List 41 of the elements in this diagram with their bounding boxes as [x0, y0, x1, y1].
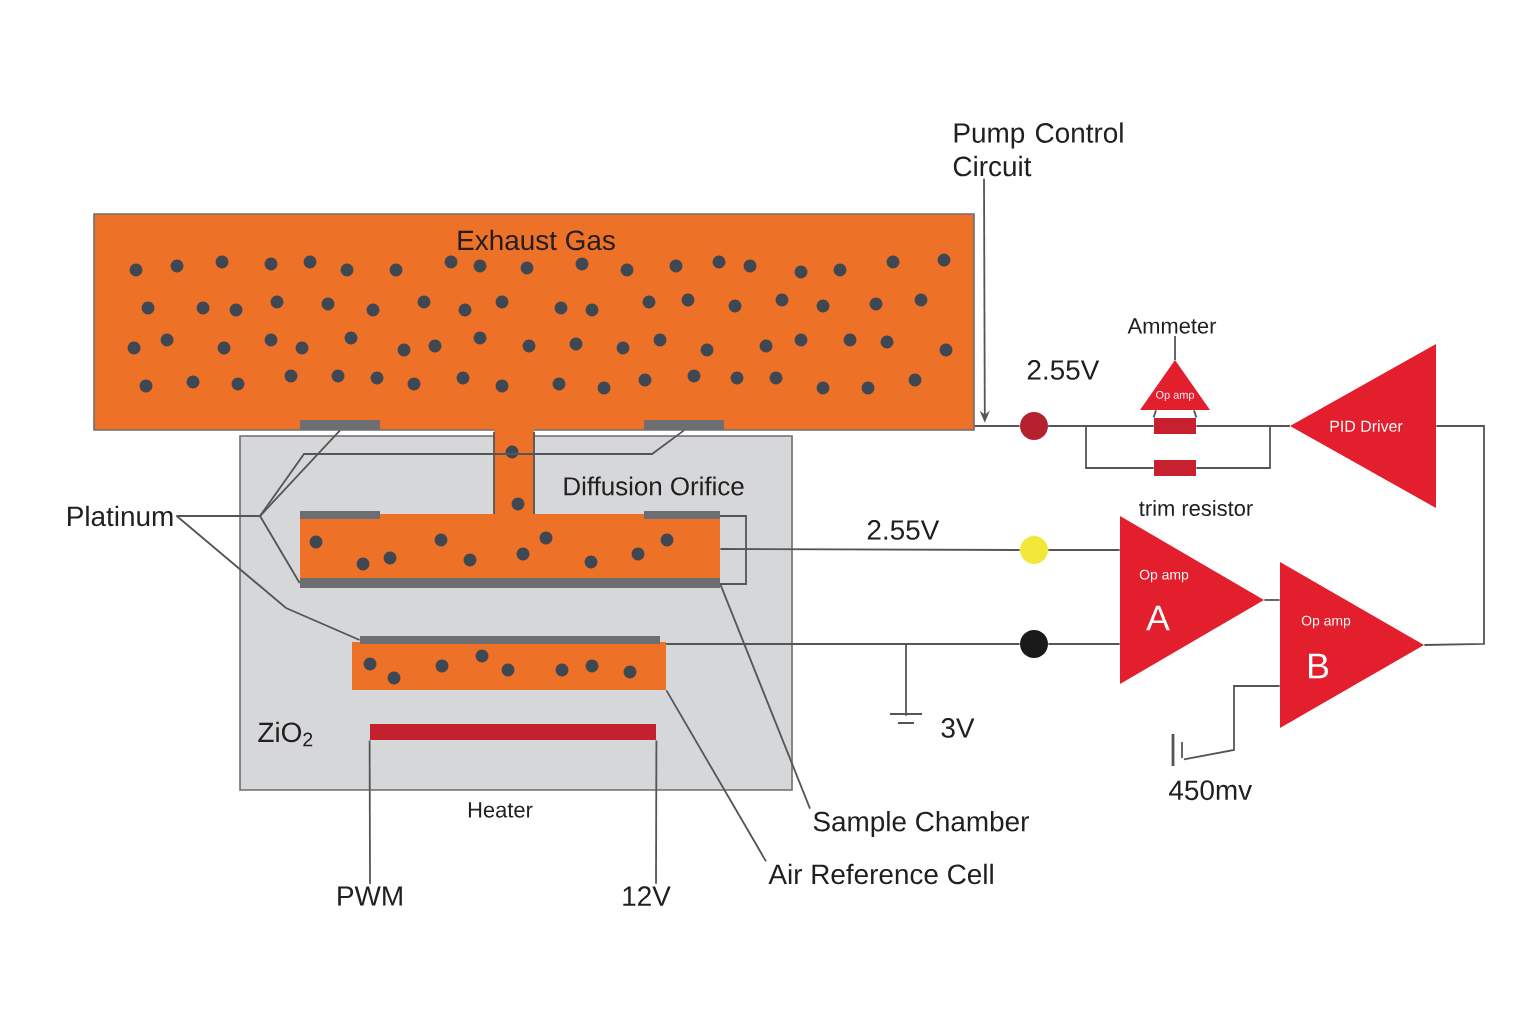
leader-line	[665, 689, 767, 863]
air-reference-cell	[352, 642, 666, 690]
voltage-label: 2.55V	[1027, 360, 1100, 380]
wire	[1047, 425, 1155, 469]
label-text: Platinum	[68, 505, 173, 527]
wire	[1047, 549, 1121, 551]
label-text: PWM	[338, 886, 402, 906]
label-text: Pump Control Circuit	[953, 122, 1123, 177]
electrode-strip	[300, 578, 720, 588]
label-text: Ammeter	[1127, 318, 1217, 334]
label-text: Diffusion Orifice	[564, 476, 744, 496]
label-text: Air Reference Cell	[768, 863, 993, 885]
label-text: Sample Chamber	[813, 811, 1029, 837]
leader-line	[719, 583, 811, 810]
leader-line	[175, 515, 361, 641]
wire	[1195, 425, 1291, 469]
label-text: Heater	[468, 802, 533, 818]
terminal-dot	[1020, 536, 1048, 564]
label-text: 12V	[623, 886, 671, 906]
wire	[368, 739, 371, 885]
terminal-dot	[1020, 412, 1048, 440]
leader-line	[175, 515, 301, 584]
resistor	[1154, 418, 1196, 434]
exhaust-gas-box: Exhaust Gas	[93, 213, 975, 431]
wire	[1183, 685, 1281, 761]
wire	[655, 739, 658, 885]
electrode-strip	[360, 636, 660, 644]
wire	[973, 425, 1021, 427]
resistor	[1154, 460, 1196, 476]
platinum-strip	[644, 420, 724, 430]
wire	[1263, 599, 1281, 601]
wire	[719, 548, 1021, 551]
wire	[665, 643, 907, 717]
wire	[1423, 425, 1485, 646]
voltage-label: 2.55V	[867, 520, 940, 540]
platinum-strip	[300, 420, 380, 430]
wire	[1152, 409, 1198, 419]
label-text: trim resistor	[1139, 499, 1253, 517]
sample-chamber	[300, 428, 747, 585]
terminal-dot	[1020, 630, 1048, 658]
wire	[1047, 643, 1121, 645]
